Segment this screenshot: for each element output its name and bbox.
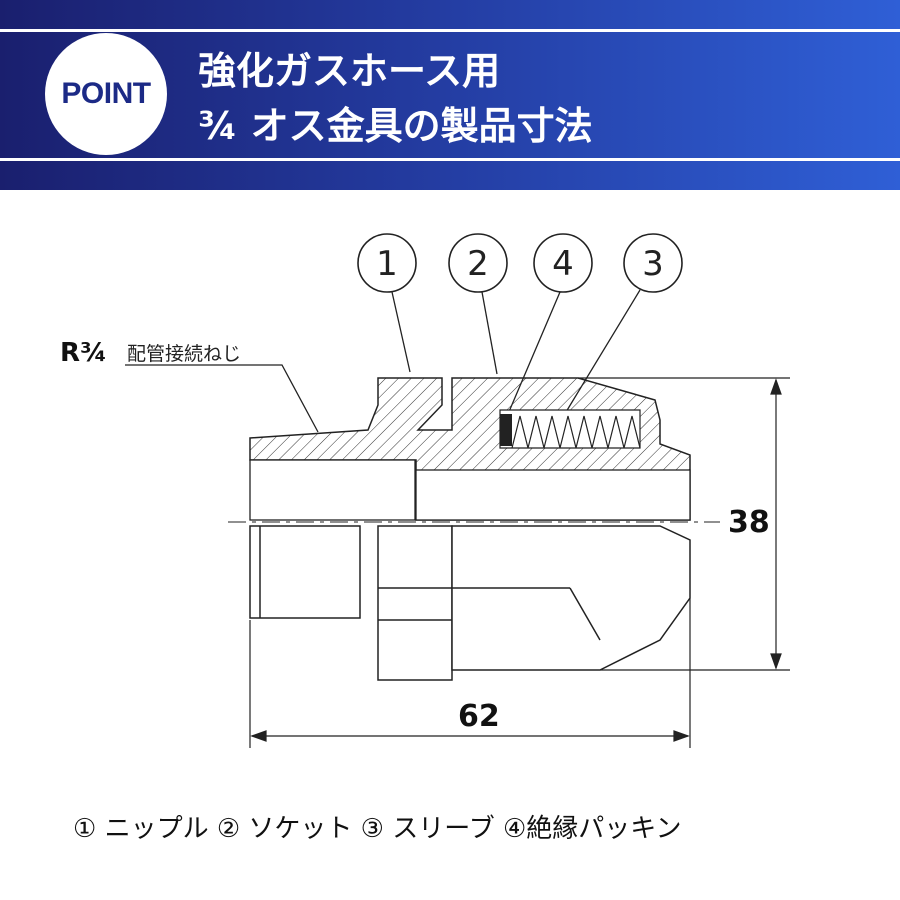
callout-1: 1 [357, 233, 417, 293]
length-dimension [249, 598, 691, 748]
callout-3: 3 [623, 233, 683, 293]
callout-3-number: 3 [642, 244, 664, 284]
callout-1-number: 1 [376, 244, 398, 284]
fitting-dimension-diagram: 1 2 4 3 R¾ 配管接続ねじ [60, 233, 790, 748]
callout-4: 4 [533, 233, 593, 293]
page-title-line1: 強化ガスホース用 [198, 49, 501, 93]
height-dimension-value: 38 [728, 505, 770, 540]
parts-legend: ① ニップル ② ソケット ③ スリーブ ④絶縁パッキン [73, 814, 682, 844]
page-title-line2: ¾ オス金具の製品寸法 [198, 104, 593, 148]
callout-2-number: 2 [467, 244, 489, 284]
point-badge-text: POINT [61, 77, 151, 110]
height-dimension [578, 377, 790, 671]
callout-2: 2 [448, 233, 508, 293]
fitting-exterior-lower [249, 525, 691, 681]
length-dimension-value: 62 [458, 699, 500, 734]
header-bottom-line [0, 158, 900, 161]
header-banner: POINT 強化ガスホース用 ¾ オス金具の製品寸法 [0, 0, 900, 190]
thread-description-label: 配管接続ねじ [127, 343, 241, 365]
point-badge: POINT [45, 33, 167, 155]
insulating-packing [500, 414, 512, 446]
header-top-line [0, 29, 900, 32]
thread-size-label: R¾ [60, 338, 107, 368]
callout-4-number: 4 [552, 244, 574, 284]
fitting-section-upper [249, 377, 691, 521]
